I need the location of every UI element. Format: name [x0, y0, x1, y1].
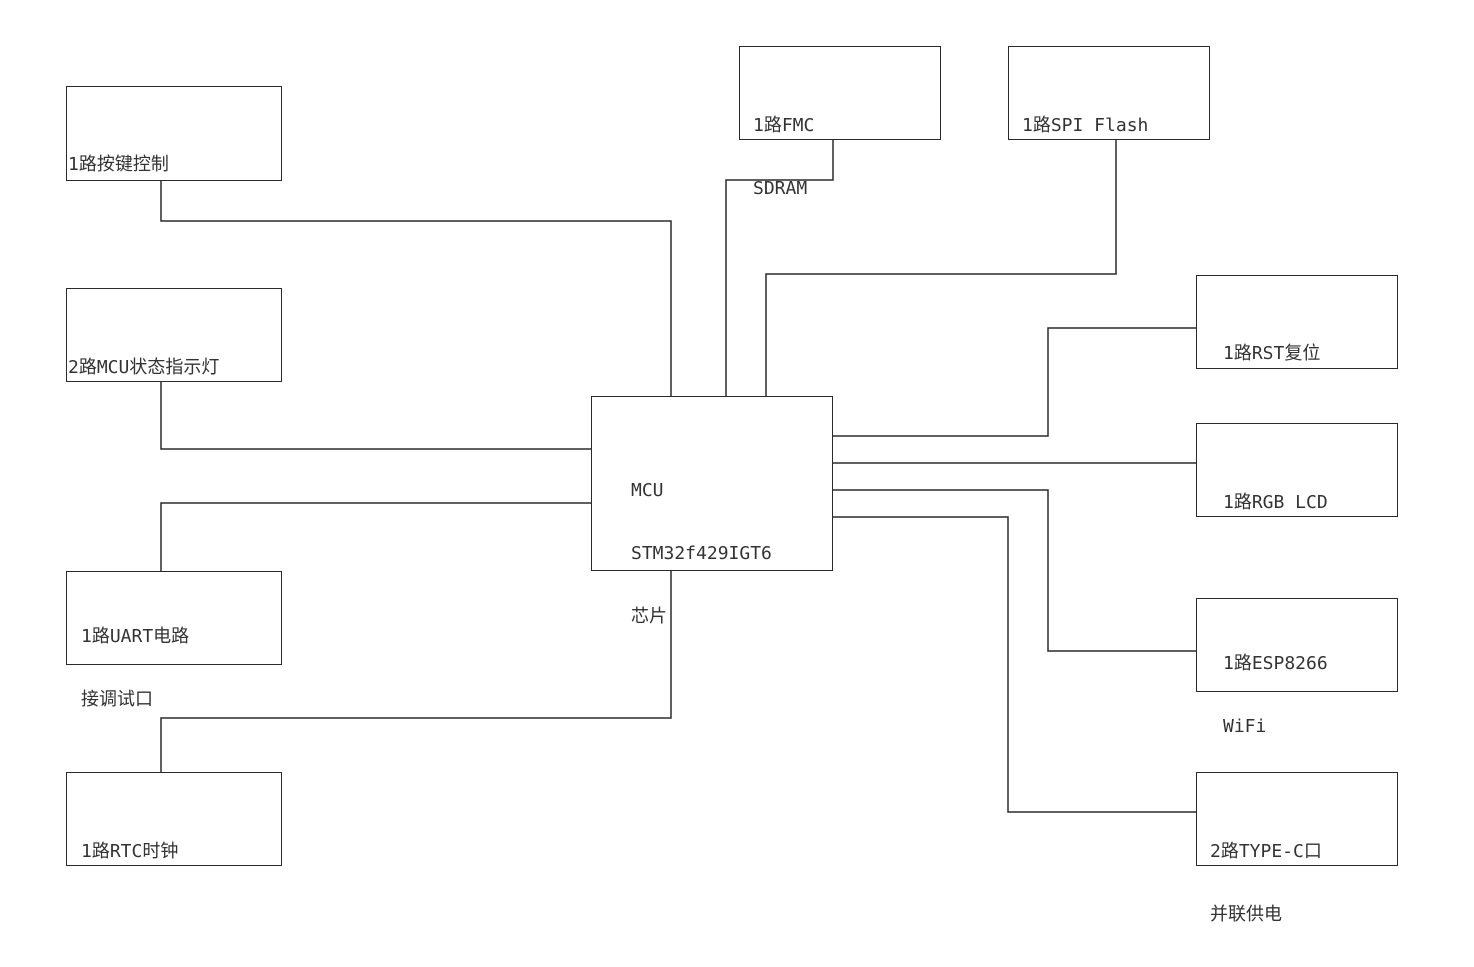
sdram-block: 1路FMC SDRAM	[739, 46, 941, 199]
uart-label: 1路UART电路 接调试口	[81, 626, 190, 710]
mcu-label: MCU STM32f429IGT6 芯片	[631, 480, 772, 627]
wire-keys-to-mcu	[160, 181, 672, 396]
power-block: 2路TYPE-C口 并联供电	[1196, 772, 1398, 925]
uart-block: 1路UART电路 接调试口	[66, 571, 282, 710]
wire-rtc-to-mcu	[160, 570, 672, 772]
keys-block: 1路按键控制	[66, 86, 282, 181]
spiflash-label: 1路SPI Flash	[1022, 115, 1149, 136]
wire-power-to-mcu	[833, 516, 1196, 813]
leds-label: 2路MCU状态指示灯	[68, 357, 220, 378]
wire-wifi-to-mcu	[833, 489, 1196, 652]
leds-block: 2路MCU状态指示灯	[66, 288, 282, 382]
rtc-label: 1路RTC时钟	[81, 841, 179, 862]
connection-lines	[160, 140, 1196, 813]
wifi-label: 1路ESP8266 WiFi	[1223, 653, 1328, 737]
rtc-block: 1路RTC时钟	[66, 772, 282, 866]
block-diagram: 1路按键控制 2路MCU状态指示灯 1路UART电路 接调试口 1路RTC时钟 …	[66, 46, 1398, 925]
spiflash-block: 1路SPI Flash	[1008, 46, 1210, 140]
lcd-label: 1路RGB LCD	[1223, 492, 1328, 513]
keys-label: 1路按键控制	[68, 154, 169, 175]
rst-label: 1路RST复位	[1223, 343, 1321, 364]
rst-block: 1路RST复位	[1196, 275, 1398, 369]
wire-spiflash-to-mcu	[765, 140, 1117, 396]
wire-uart-to-mcu	[160, 502, 591, 571]
wire-leds-to-mcu	[160, 382, 591, 450]
sdram-label: 1路FMC SDRAM	[753, 115, 815, 199]
mcu-block: MCU STM32f429IGT6 芯片	[591, 396, 833, 627]
wire-sdram-to-mcu	[725, 140, 834, 396]
power-label: 2路TYPE-C口 并联供电	[1210, 841, 1322, 925]
lcd-block: 1路RGB LCD	[1196, 423, 1398, 517]
wifi-block: 1路ESP8266 WiFi	[1196, 598, 1398, 737]
wire-rst-to-mcu	[833, 327, 1196, 437]
